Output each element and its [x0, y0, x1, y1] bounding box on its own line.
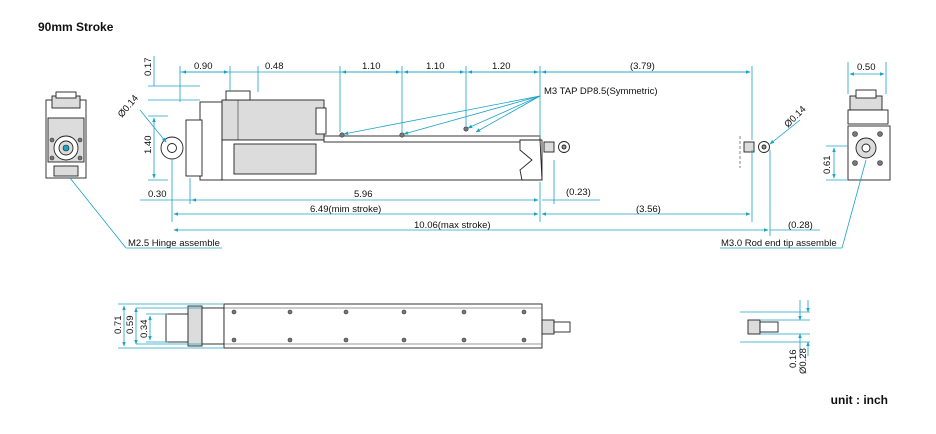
dim-3.79: (3.79) [630, 61, 655, 72]
main-top-view [160, 90, 770, 181]
dim-1.40: 1.40 [143, 136, 154, 155]
dim-0.59: 0.59 [125, 316, 136, 335]
unit-label: unit : inch [830, 393, 888, 407]
left-end-view [45, 91, 87, 179]
dim-0.50: 0.50 [857, 62, 876, 73]
dim-0.17: 0.17 [143, 58, 154, 77]
dim-0.61: 0.61 [822, 156, 833, 175]
rod-note: M3.0 Rod end tip assemble [721, 238, 837, 249]
hinge-note: M2.5 Hinge assemble [128, 238, 220, 249]
dim-0.16: 0.16 [788, 350, 799, 369]
right-end-view [847, 89, 891, 181]
tap-note: M3 TAP DP8.5(Symmetric) [544, 86, 658, 97]
dim-6.49: 6.49(mim stroke) [310, 204, 381, 215]
dim-1.20: 1.20 [492, 61, 511, 72]
dim-dia-0.28: Ø0.28 [798, 348, 809, 374]
dim-0.48: 0.48 [265, 61, 284, 72]
dim-0.23: (0.23) [566, 187, 591, 198]
dim-1.10a: 1.10 [362, 61, 381, 72]
dimension-lines [69, 56, 887, 356]
dim-5.96: 5.96 [354, 189, 373, 200]
dim-0.71: 0.71 [113, 316, 124, 335]
dim-3.56: (3.56) [636, 204, 661, 215]
dim-dia-0.14-right: Ø0.14 [782, 104, 808, 130]
dim-dia-0.14-left: Ø0.14 [116, 93, 141, 120]
dim-1.10b: 1.10 [426, 61, 445, 72]
dim-0.34: 0.34 [139, 320, 150, 339]
dim-10.06: 10.06(max stroke) [414, 220, 491, 231]
dimension-labels: 0.90 0.48 1.10 1.10 1.20 (3.79) 0.50 0.1… [113, 58, 876, 375]
dim-0.30: 0.30 [148, 189, 167, 200]
page-title: 90mm Stroke [38, 20, 114, 34]
dim-0.28: (0.28) [788, 220, 813, 231]
bottom-side-view [165, 303, 779, 349]
dim-0.90: 0.90 [194, 61, 213, 72]
